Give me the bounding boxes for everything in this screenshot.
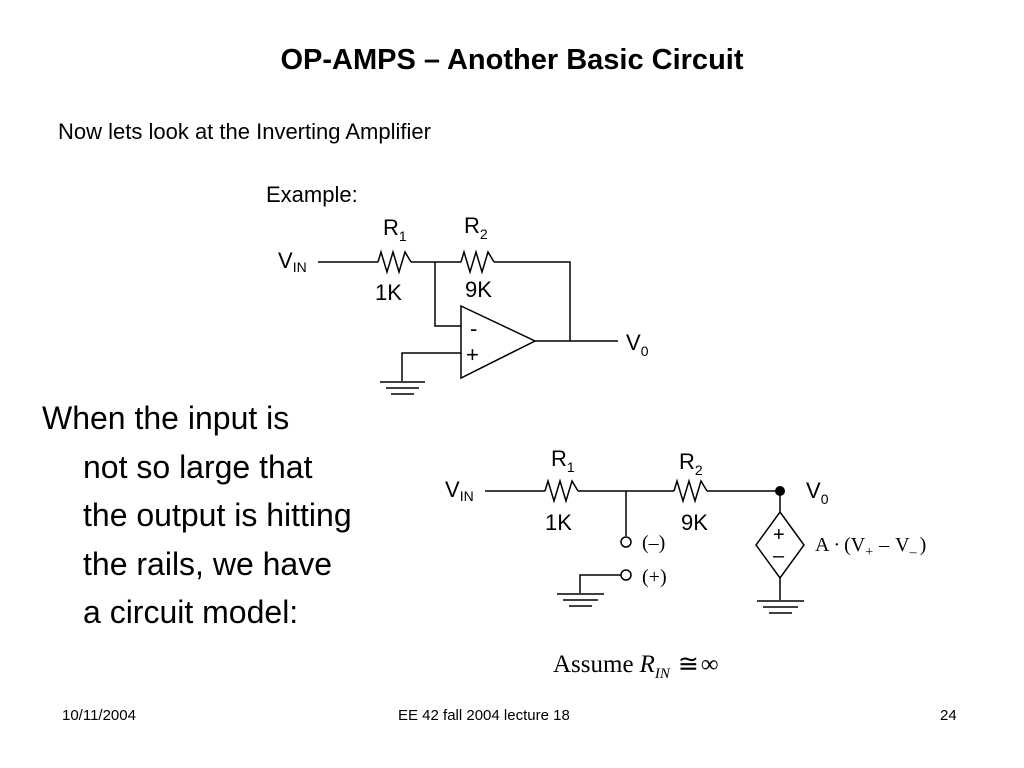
c1-inverting-input-wire xyxy=(434,262,461,327)
c1-example-label: Example: xyxy=(266,182,358,207)
c2-r2-resistor xyxy=(673,478,708,504)
footer-page-number: 24 xyxy=(940,707,957,724)
c1-minus-sign: - xyxy=(470,316,477,341)
c2-source-plus: + xyxy=(773,524,785,546)
footer-date: 10/11/2004 xyxy=(62,707,136,724)
c2-neg-terminal-label: (–) xyxy=(642,532,665,554)
c2-r1-label: R1 xyxy=(551,446,575,475)
c1-plus-sign: + xyxy=(466,342,479,367)
c1-vout-label: V0 xyxy=(626,330,649,359)
c2-r2-label: R2 xyxy=(679,449,703,478)
body-line-2: not so large that xyxy=(83,448,313,485)
c1-vin-label: VIN xyxy=(278,248,307,275)
c2-vin-label: VIN xyxy=(445,477,474,504)
c1-r1-value: 1K xyxy=(375,280,402,305)
c2-pos-terminal xyxy=(620,569,632,581)
c2-vout-label: V0 xyxy=(806,478,829,507)
body-line-5: a circuit model: xyxy=(83,594,299,630)
c2-output-node-dot xyxy=(775,486,785,496)
c1-r1-resistor xyxy=(377,249,412,275)
c2-r1-value: 1K xyxy=(545,510,572,535)
c2-neg-terminal xyxy=(620,536,632,548)
c2-pos-terminal-label: (+) xyxy=(642,566,667,588)
footer-course: EE 42 fall 2004 lecture 18 xyxy=(398,707,570,724)
body-line-3: the output is hitting xyxy=(83,497,352,533)
body-text: When the input is not so large that the … xyxy=(42,394,442,637)
c1-noninverting-wire xyxy=(401,352,461,381)
c1-opamp-triangle xyxy=(460,304,537,380)
slide-subtitle: Now lets look at the Inverting Amplifier xyxy=(58,119,431,144)
c2-pos-wire xyxy=(579,574,621,593)
body-line-1: When the input is xyxy=(42,400,290,436)
c1-r2-value: 9K xyxy=(465,277,492,302)
slide-title: OP-AMPS – Another Basic Circuit xyxy=(280,44,744,76)
body-line-4: the rails, we have xyxy=(83,545,333,582)
c1-r1-label: R1 xyxy=(383,215,407,244)
c1-r2-label: R2 xyxy=(464,213,488,242)
c1-feedback-wire xyxy=(494,261,571,341)
c2-source-minus: – xyxy=(773,545,785,567)
c1-r2-resistor xyxy=(460,249,495,275)
c2-r1-resistor xyxy=(544,478,579,504)
c2-gain-expression: A·(V+–V–) xyxy=(815,534,926,560)
c2-r2-value: 9K xyxy=(681,510,708,535)
